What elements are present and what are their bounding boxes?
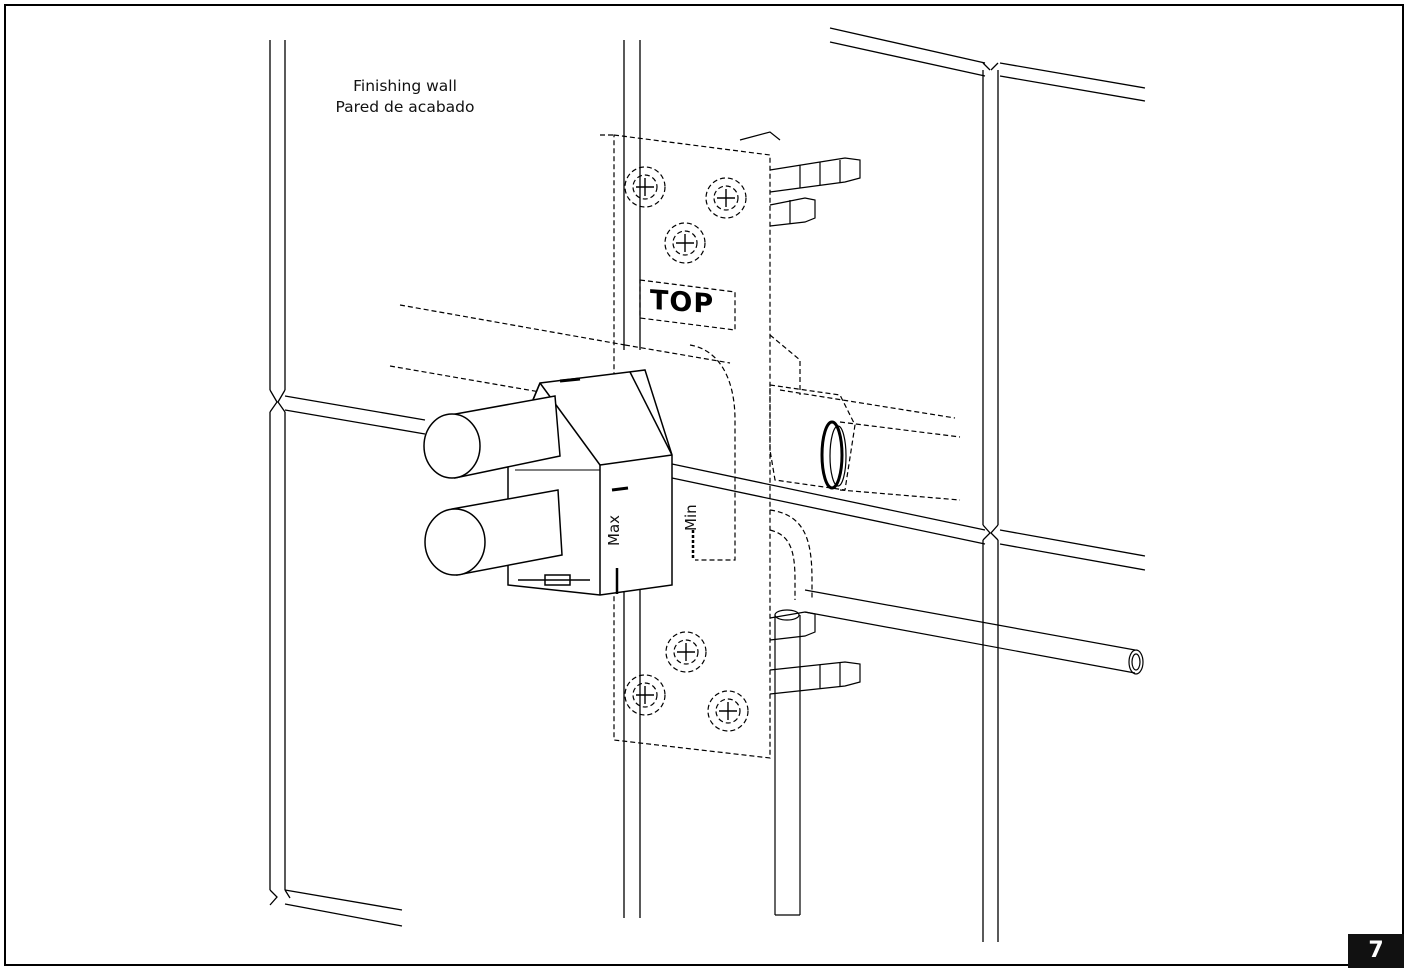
page-number-badge: 7 (1348, 934, 1404, 968)
threaded-fitting (822, 422, 846, 488)
tile-grid (270, 28, 1145, 942)
finishing-wall-label: Finishing wall Pared de acabado (300, 76, 510, 118)
wall-label-english: Finishing wall (353, 77, 457, 95)
figure-frame (4, 4, 1404, 966)
max-depth-label: Max (605, 514, 623, 546)
dashed-guides (390, 305, 960, 500)
top-marking: TOP (650, 284, 715, 321)
flex-hose-vertical (775, 610, 800, 915)
min-depth-label: Min (682, 504, 700, 531)
wall-label-spanish: Pared de acabado (335, 98, 475, 116)
screw-heads (636, 178, 737, 720)
valve-handles (424, 396, 562, 575)
mounting-bracket (600, 135, 855, 758)
wall-anchors (740, 132, 860, 694)
flex-hose-horizontal (805, 590, 1143, 674)
